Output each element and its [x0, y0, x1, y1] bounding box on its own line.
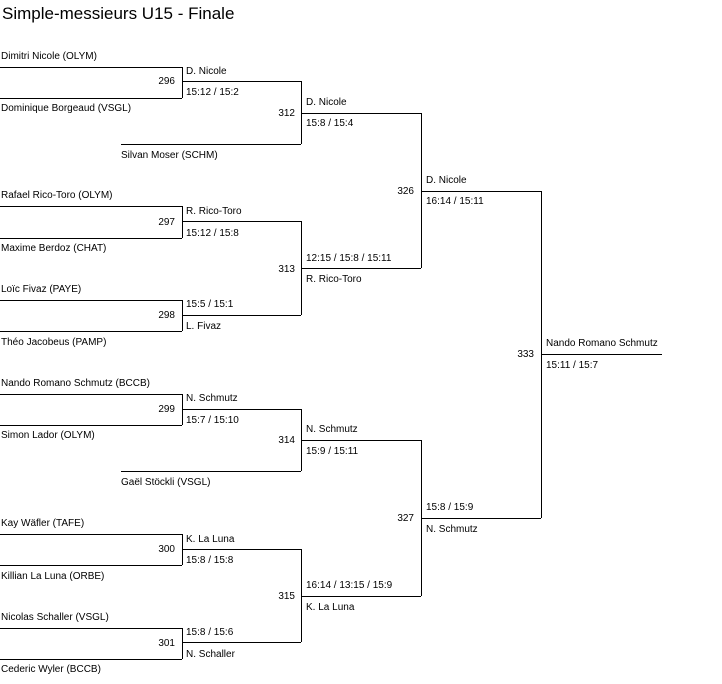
- winner-name: N. Schaller: [186, 649, 235, 660]
- match-score: 15:7 / 15:10: [186, 415, 239, 426]
- player-name: Nicolas Schaller (VSGL): [1, 612, 109, 623]
- bracket-line: [182, 642, 301, 643]
- match-score: 12:15 / 15:8 / 15:11: [306, 253, 392, 264]
- player-name: Killian La Luna (ORBE): [1, 571, 105, 582]
- match-number: 296: [158, 76, 175, 87]
- bracket-line: [0, 300, 182, 301]
- bracket-line: [0, 238, 182, 239]
- winner-name: L. Fivaz: [186, 321, 222, 332]
- player-name: Maxime Berdoz (CHAT): [1, 243, 107, 254]
- match-score: 15:8 / 15:4: [306, 118, 354, 129]
- winner-name: D. Nicole: [426, 175, 467, 186]
- bracket-line: [0, 659, 182, 660]
- winner-name: N. Schmutz: [306, 424, 358, 435]
- bracket-line: [301, 440, 421, 441]
- match-score: 16:14 / 15:11: [426, 196, 484, 207]
- match-score: 15:11 / 15:7: [546, 360, 599, 371]
- match-number: 327: [397, 513, 414, 524]
- bracket-line: [0, 67, 182, 68]
- match-number: 299: [158, 404, 175, 415]
- bracket-line: [0, 565, 182, 566]
- match-number: 315: [278, 591, 295, 602]
- player-name: Silvan Moser (SCHM): [121, 150, 218, 161]
- match-number: 300: [158, 544, 175, 555]
- bracket-line: [0, 534, 182, 535]
- bracket-line: [0, 425, 182, 426]
- bracket-line: [182, 628, 183, 659]
- champion-name: Nando Romano Schmutz: [546, 338, 658, 349]
- bracket-line: [301, 549, 302, 642]
- match-score: 15:9 / 15:11: [306, 446, 359, 457]
- winner-name: R. Rico-Toro: [306, 274, 362, 285]
- bracket-line: [421, 113, 422, 268]
- match-score: 15:12 / 15:8: [186, 228, 239, 239]
- bracket-line: [121, 471, 301, 472]
- bracket-line: [301, 81, 302, 144]
- player-name: Nando Romano Schmutz (BCCB): [1, 378, 150, 389]
- player-name: Cederic Wyler (BCCB): [1, 664, 101, 675]
- bracket-line: [182, 221, 301, 222]
- match-score: 15:5 / 15:1: [186, 299, 234, 310]
- winner-name: D. Nicole: [186, 66, 227, 77]
- bracket-line: [301, 113, 421, 114]
- match-score: 15:8 / 15:8: [186, 555, 234, 566]
- player-name: Simon Lador (OLYM): [1, 430, 95, 441]
- match-number: 313: [278, 264, 295, 275]
- winner-name: D. Nicole: [306, 97, 347, 108]
- match-score: 15:8 / 15:6: [186, 627, 234, 638]
- winner-name: N. Schmutz: [426, 524, 478, 535]
- match-number: 297: [158, 217, 175, 228]
- bracket-line: [301, 268, 421, 269]
- page-title: Simple-messieurs U15 - Finale: [2, 4, 235, 23]
- player-name: Dominique Borgeaud (VSGL): [1, 103, 132, 114]
- match-number: 326: [397, 186, 414, 197]
- bracket-line: [0, 206, 182, 207]
- bracket-line: [301, 596, 421, 597]
- bracket-line: [421, 518, 541, 519]
- match-number: 314: [278, 435, 295, 446]
- bracket-line: [0, 628, 182, 629]
- bracket-line: [121, 144, 301, 145]
- match-score: 16:14 / 13:15 / 15:9: [306, 580, 393, 591]
- bracket-line: [0, 394, 182, 395]
- player-name: Théo Jacobeus (PAMP): [1, 337, 107, 348]
- bracket-line: [0, 331, 182, 332]
- player-name: Rafael Rico-Toro (OLYM): [1, 190, 113, 201]
- match-number: 301: [158, 638, 175, 649]
- match-number: 298: [158, 310, 175, 321]
- winner-name: R. Rico-Toro: [186, 206, 242, 217]
- winner-name: N. Schmutz: [186, 393, 238, 404]
- bracket-line: [182, 549, 301, 550]
- bracket-line: [182, 206, 183, 238]
- winner-name: K. La Luna: [306, 602, 355, 613]
- bracket-line: [0, 98, 182, 99]
- player-name: Gaël Stöckli (VSGL): [121, 477, 211, 488]
- match-number: 312: [278, 108, 295, 119]
- match-score: 15:8 / 15:9: [426, 502, 474, 513]
- match-number: 333: [517, 349, 534, 360]
- bracket-line: [182, 81, 301, 82]
- bracket-line: [182, 67, 183, 98]
- player-name: Dimitri Nicole (OLYM): [1, 51, 97, 62]
- winner-name: K. La Luna: [186, 534, 235, 545]
- bracket-line: [182, 315, 301, 316]
- bracket-line: [541, 354, 662, 355]
- bracket-line: [182, 409, 301, 410]
- match-score: 15:12 / 15:2: [186, 87, 239, 98]
- player-name: Kay Wäfler (TAFE): [1, 518, 85, 529]
- bracket-line: [421, 191, 541, 192]
- player-name: Loïc Fivaz (PAYE): [1, 284, 82, 295]
